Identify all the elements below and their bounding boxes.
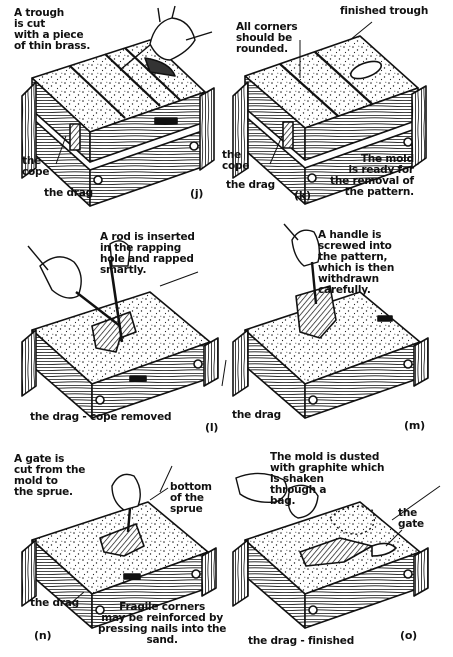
panel-m-drag-label: the drag — [232, 409, 281, 421]
panel-j-drag-label: the drag — [44, 187, 93, 199]
panel-k-tag: (k) — [294, 189, 311, 202]
panel-o-hand-bag — [235, 472, 441, 535]
panel-n-sprue-label: bottom of the sprue — [170, 481, 212, 515]
panel-k-drag-label: the drag — [226, 179, 275, 191]
panel-n-caption: A gate is cut from the mold to the sprue… — [14, 453, 86, 498]
panel-o-flask — [232, 501, 429, 629]
panel-n-drag-label: the drag — [30, 597, 79, 609]
label-leader-lines — [55, 135, 403, 605]
panel-k-flask — [232, 21, 427, 205]
panel-n-tag: (n) — [34, 629, 52, 642]
panel-j-cope-label: the cope — [22, 155, 50, 178]
panel-j-caption: A trough is cut with a piece of thin bra… — [14, 7, 91, 52]
panel-l-drag-label: the drag - cope removed — [30, 411, 172, 423]
panel-o-gate-label: the gate — [398, 507, 424, 530]
panel-n-hand — [111, 473, 169, 533]
panel-j-tag: (j) — [190, 187, 204, 200]
panel-k-corners-note: All corners should be rounded. — [236, 21, 298, 55]
panel-m-tag: (m) — [404, 419, 425, 432]
panel-l-caption: A rod is inserted in the rapping hole an… — [100, 231, 195, 276]
panel-l-tag: (l) — [205, 421, 219, 434]
panel-j-flask — [21, 39, 215, 207]
panel-k-ready-note: The mold is ready for the removal of the… — [330, 153, 414, 198]
panel-k-finished-trough-label: finished trough — [340, 5, 429, 17]
panel-l-flask — [21, 291, 219, 419]
panel-n-corners-note: Fragile corners may be reinforced by pre… — [98, 601, 227, 646]
panel-m-hand — [283, 223, 321, 305]
panel-k-cope-label: the cope — [222, 149, 250, 172]
panel-m-caption: A handle is screwed into the pattern, wh… — [318, 229, 395, 296]
panel-o-caption: The mold is dusted with graphite which i… — [270, 451, 385, 507]
panel-o-drag-label: the drag - finished — [248, 635, 355, 647]
panel-o-tag: (o) — [400, 629, 418, 642]
panel-n-flask — [21, 501, 217, 629]
panel-j-hand — [119, 5, 213, 71]
panel-l-hands-rod — [27, 240, 199, 343]
panel-m-flask — [232, 285, 429, 419]
